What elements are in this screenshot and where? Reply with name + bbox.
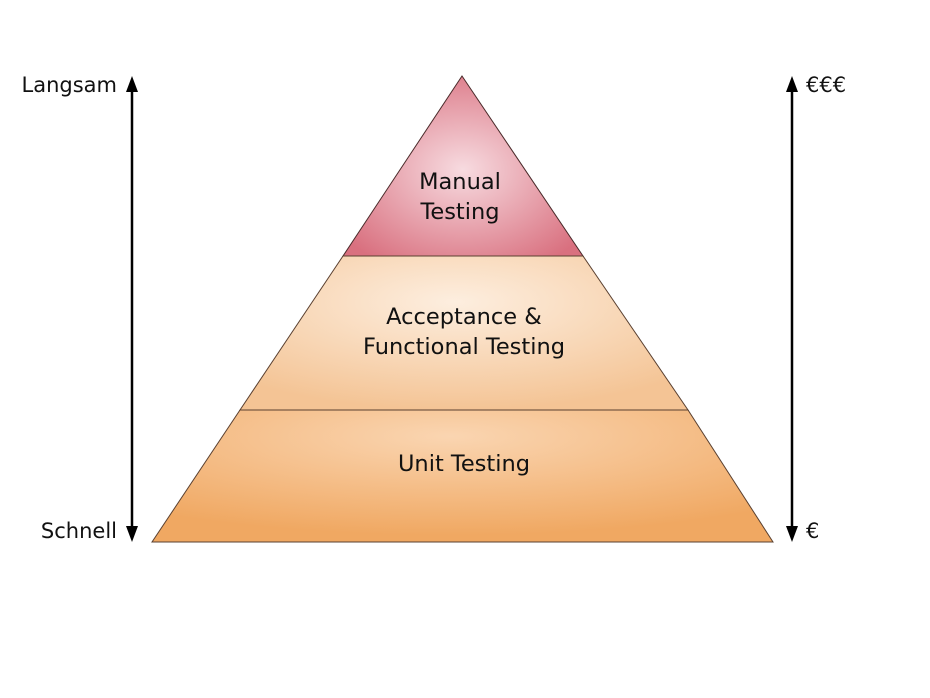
- right-top-label: €€€: [806, 73, 846, 97]
- right-bottom-label: €: [806, 519, 819, 543]
- unit-testing-label: Unit Testing: [398, 451, 530, 477]
- left-arrowhead-up-icon: [126, 76, 138, 92]
- left-bottom-label: Schnell: [41, 519, 117, 543]
- manual-testing-label-line-1: Manual: [419, 169, 501, 195]
- manual-testing-label-line-2: Testing: [419, 199, 499, 225]
- left-arrowhead-down-icon: [126, 526, 138, 542]
- layer-unit-testing: [151, 409, 774, 543]
- layer-acceptance-functional-testing: [239, 255, 689, 411]
- layer-manual-testing: [342, 75, 584, 257]
- right-arrowhead-up-icon: [786, 76, 798, 92]
- acceptance-label-line-2: Functional Testing: [363, 334, 565, 360]
- left-top-label: Langsam: [22, 73, 117, 97]
- acceptance-label-line-1: Acceptance &: [386, 304, 542, 330]
- right-arrowhead-down-icon: [786, 526, 798, 542]
